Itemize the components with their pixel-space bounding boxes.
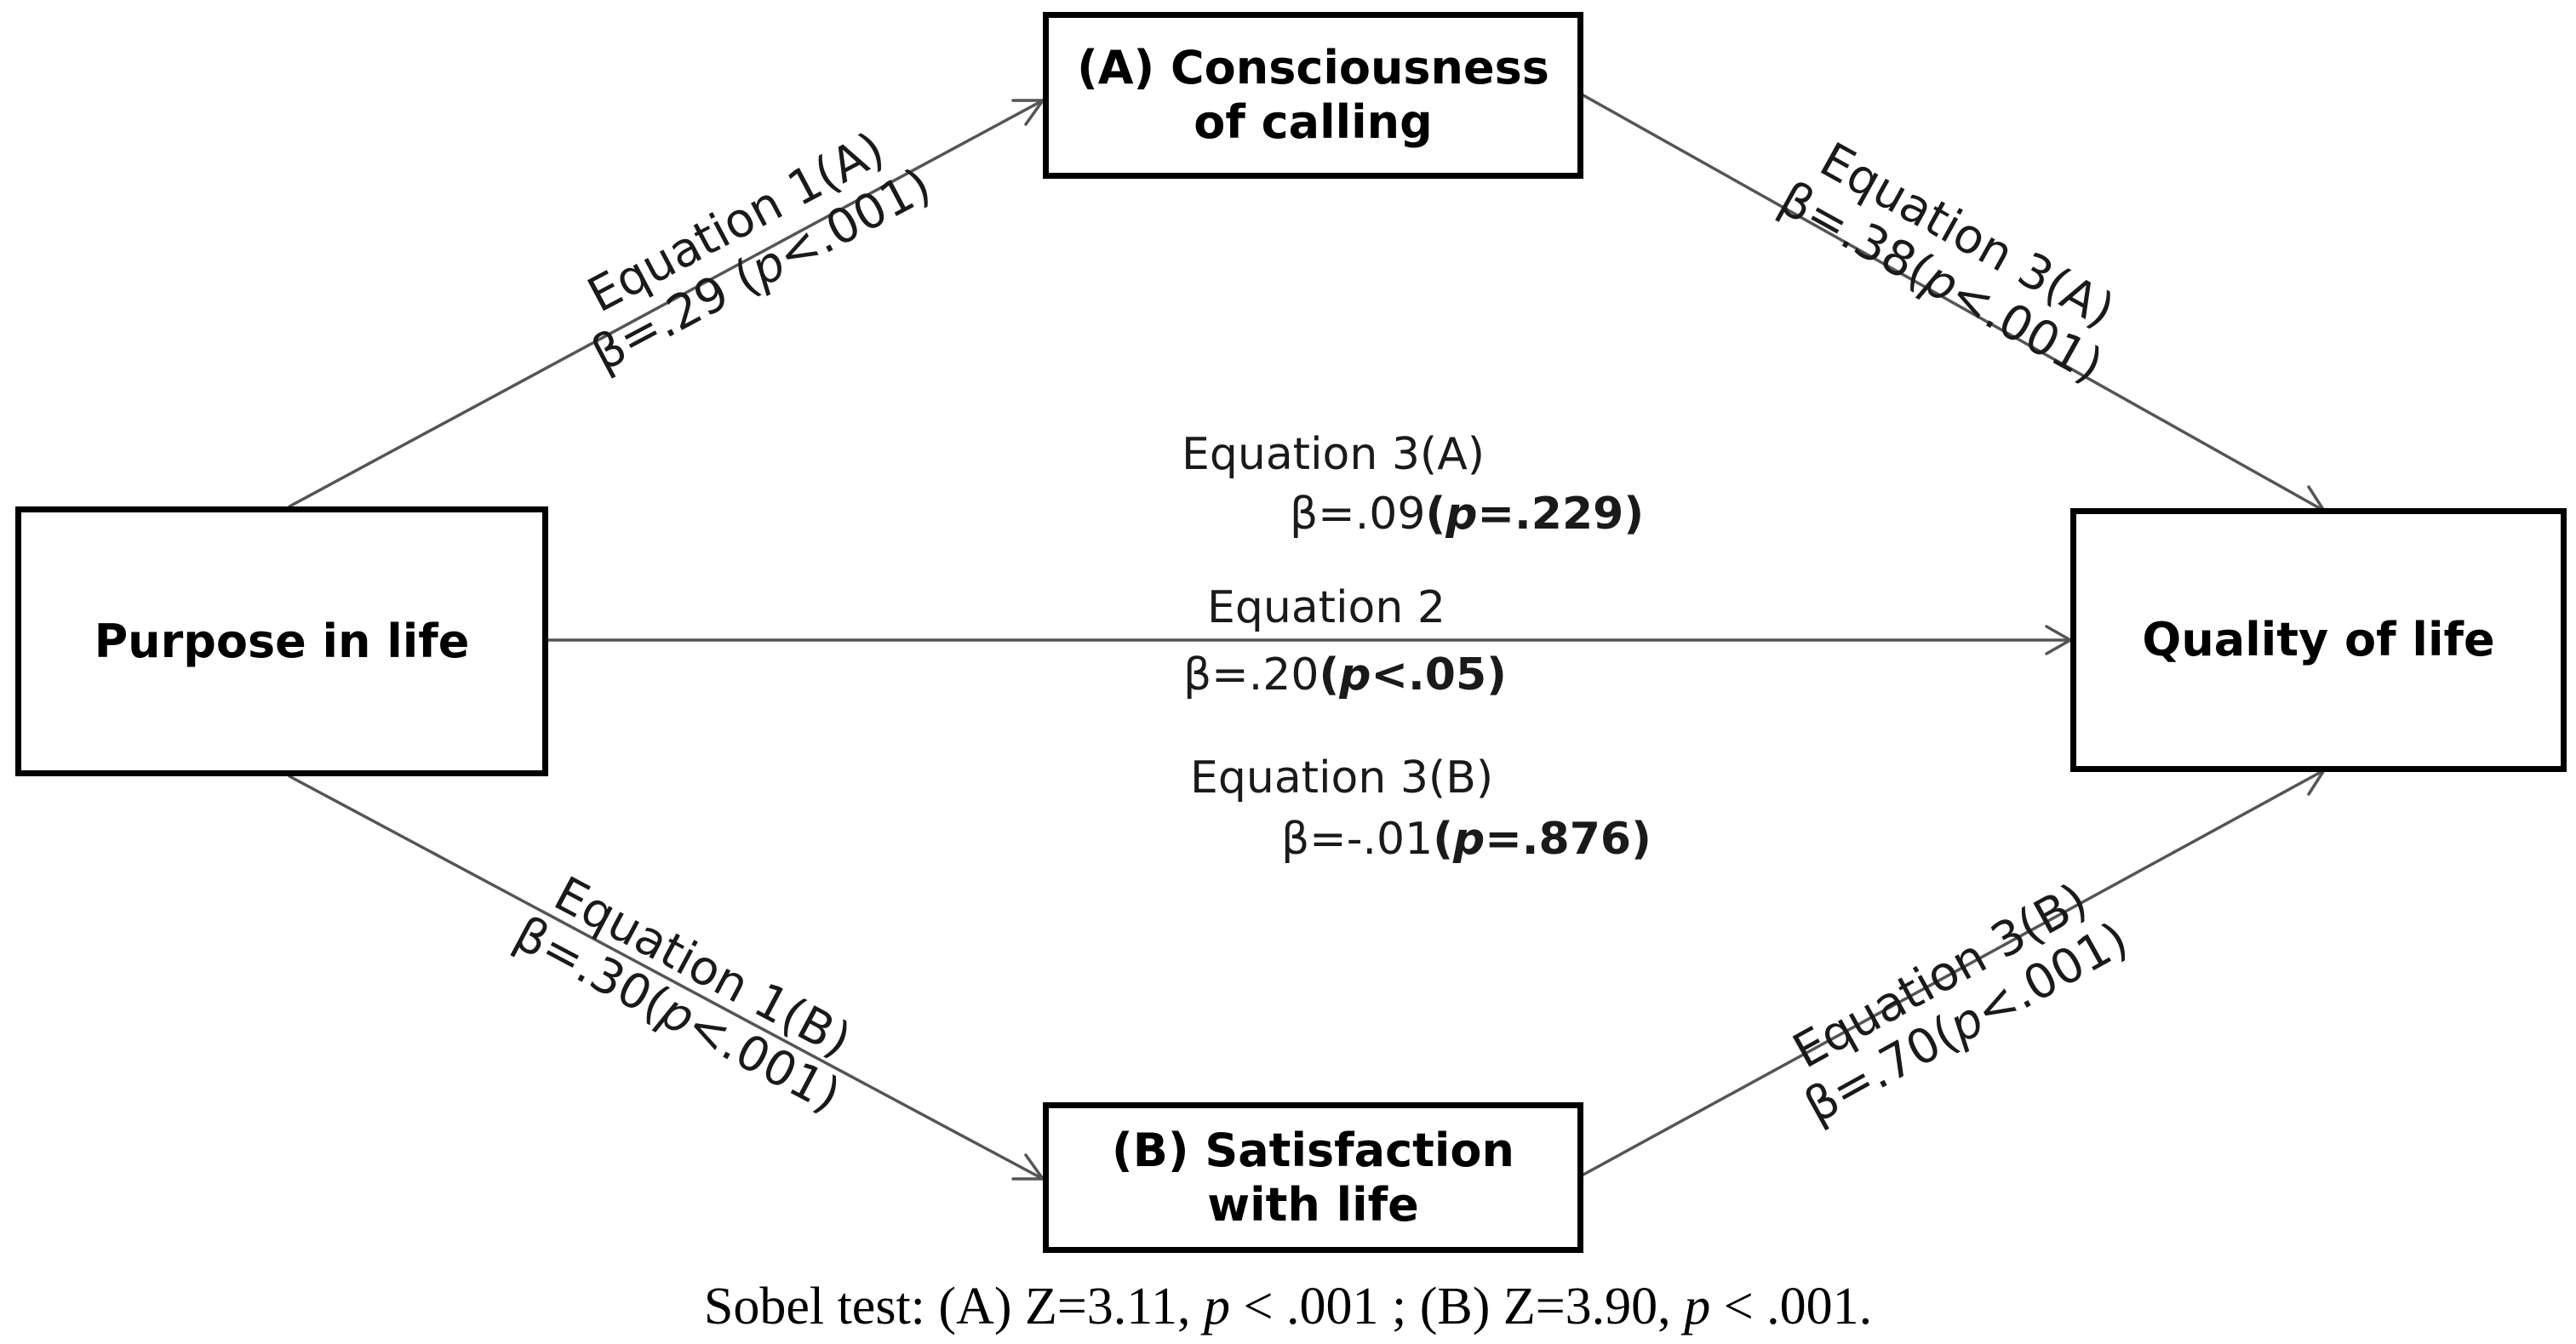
node-calling-line-2: of calling xyxy=(1194,95,1433,149)
arrow-purpose-to-satisfaction xyxy=(288,775,1045,1181)
eq2-stat: β=.20(p<.05) xyxy=(1183,649,1507,701)
node-satisfaction-line-1: (B) Satisfaction xyxy=(1112,1123,1514,1177)
arrow-satisfaction-to-quality xyxy=(1582,769,2326,1176)
node-satisfaction-line-2: with life xyxy=(1207,1177,1419,1232)
node-calling-line-1: (A) Consciousness xyxy=(1077,41,1549,95)
sobel-test-caption: Sobel test: (A) Z=3.11, p < .001 ; (B) Z… xyxy=(703,1278,1873,1335)
node-consciousness-of-calling: (A) Consciousness of calling xyxy=(1043,12,1583,179)
node-quality-of-life: Quality of life xyxy=(2070,508,2567,772)
eq3a-center-stat: β=.09(p=.229) xyxy=(1290,489,1645,540)
node-purpose-line-1: Purpose in life xyxy=(94,614,470,668)
node-purpose-in-life: Purpose in life xyxy=(15,506,548,776)
node-quality-line-1: Quality of life xyxy=(2142,613,2495,667)
eq3b-center-stat: β=-.01(p=.876) xyxy=(1281,814,1652,865)
arrow-purpose-to-calling xyxy=(288,99,1045,508)
eq3a-center-label: Equation 3(A) xyxy=(1182,429,1485,480)
node-satisfaction-with-life: (B) Satisfaction with life xyxy=(1043,1102,1583,1253)
eq2-label: Equation 2 xyxy=(1207,582,1445,633)
arrow-calling-to-quality xyxy=(1582,94,2326,512)
eq3b-center-label: Equation 3(B) xyxy=(1190,752,1494,804)
